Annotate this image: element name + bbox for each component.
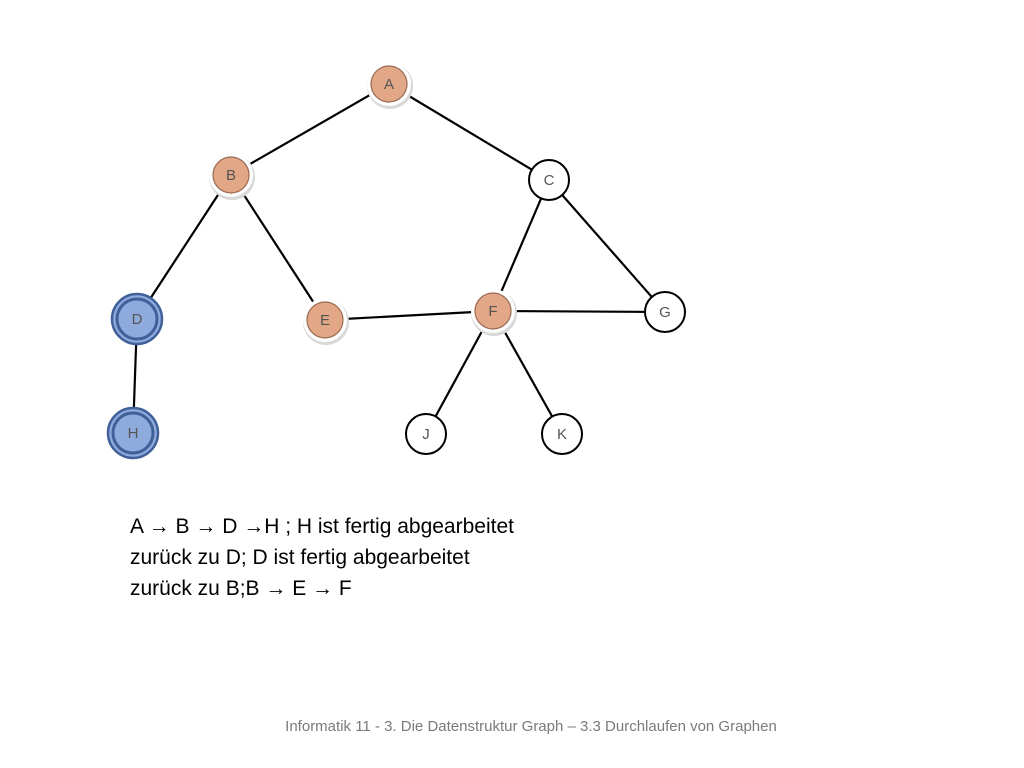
node-h: H (106, 406, 160, 460)
node-circle (303, 298, 347, 342)
node-label-g: G (659, 304, 671, 321)
edge-c-f (491, 179, 551, 312)
edge-c-g (548, 179, 666, 313)
edge-f-g (492, 309, 666, 314)
node-e: E (303, 298, 349, 345)
graph-edges (131, 83, 666, 435)
edge-b-d (136, 174, 232, 320)
edge-a-b (230, 83, 390, 176)
step-line-1: A → B → D →H ; H ist fertig abgearbeitet (130, 515, 514, 538)
node-circle (644, 291, 686, 333)
node-circle (111, 411, 155, 455)
node-circle (115, 297, 159, 341)
node-circle (367, 62, 411, 106)
edge-b-e (230, 174, 326, 321)
traversal-steps: A → B → D →H ; H ist fertig abgearbeitet… (130, 511, 514, 604)
node-inner-ring (474, 292, 512, 330)
node-k: K (541, 413, 583, 455)
step-line-3: zurück zu B;B → E → F (130, 577, 352, 600)
node-circle (528, 159, 570, 201)
node-f: F (471, 289, 517, 336)
node-label-d: D (132, 311, 143, 328)
node-label-k: K (557, 426, 567, 443)
node-c: C (528, 159, 570, 201)
node-circle (471, 289, 515, 333)
slide-footer: Informatik 11 - 3. Die Datenstruktur Gra… (285, 718, 777, 735)
node-inner-ring (306, 301, 344, 339)
node-g: G (644, 291, 686, 333)
graph-diagram: A B C D E F G H J K (106, 62, 686, 460)
node-inner-ring (370, 65, 408, 103)
node-d: D (110, 292, 164, 346)
edge-a-c (388, 83, 550, 181)
edge-e-f (324, 309, 494, 322)
node-label-b: B (226, 167, 236, 184)
node-label-e: E (320, 312, 330, 329)
node-b: B (209, 153, 255, 200)
node-j: J (405, 413, 447, 455)
step-line-2: zurück zu D; D ist fertig abgearbeitet (130, 546, 470, 569)
node-a: A (367, 62, 413, 109)
node-label-c: C (544, 172, 555, 189)
node-circle (541, 413, 583, 455)
node-label-h: H (128, 425, 139, 442)
node-inner-ring (212, 156, 250, 194)
node-circle (209, 153, 253, 197)
node-circle (405, 413, 447, 455)
node-label-f: F (488, 303, 497, 320)
node-label-j: J (422, 426, 430, 443)
graph-nodes: A B C D E F G H J K (106, 62, 686, 460)
node-label-a: A (384, 76, 394, 93)
